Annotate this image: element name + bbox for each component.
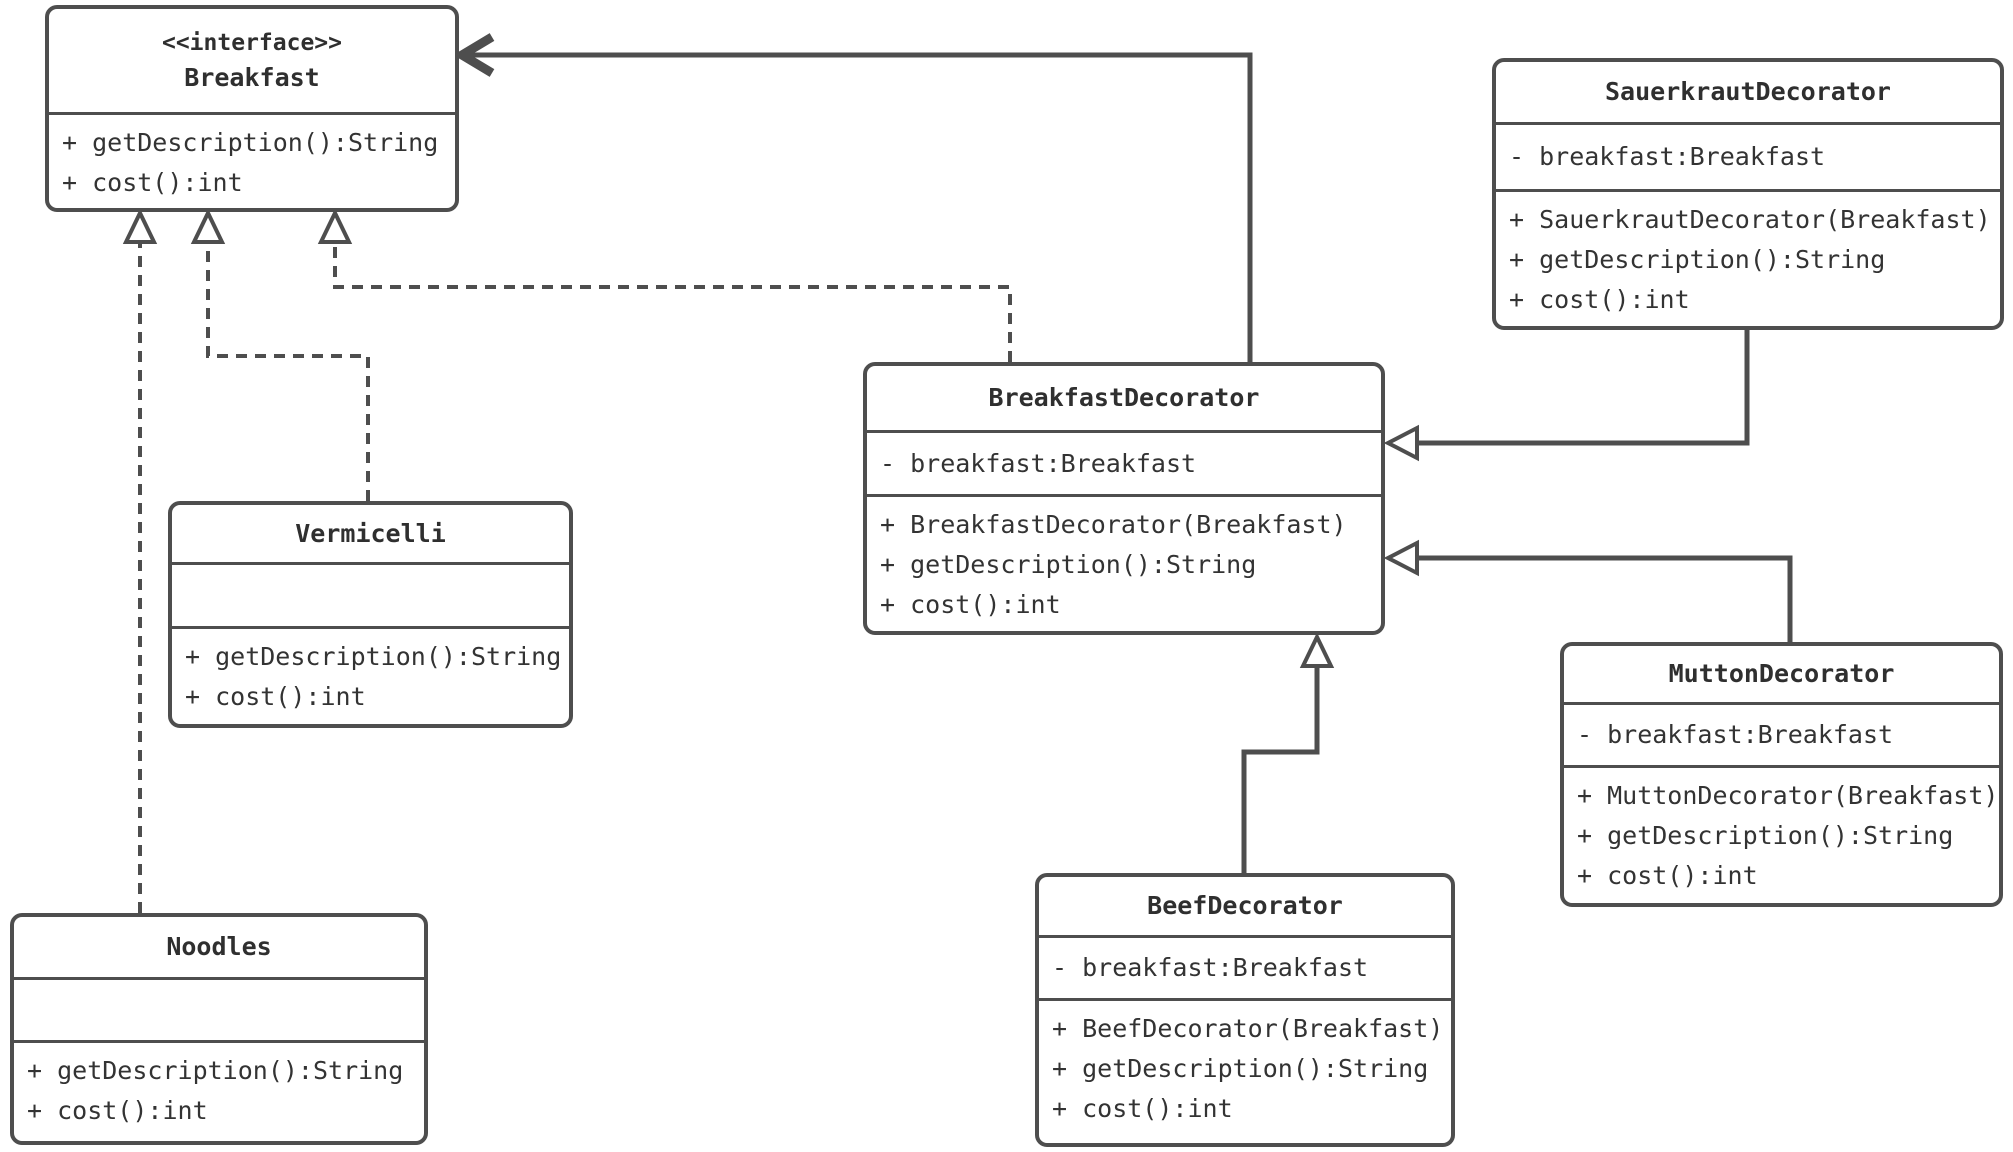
open-chevron-arrowhead: [453, 33, 495, 77]
class-name: Vermicelli: [295, 518, 446, 548]
interface-stereotype-label: <<interface>>: [161, 29, 342, 56]
generalization-solid-line: [1417, 330, 1750, 446]
methods-section: + SauerkrautDecorator(Breakfast) + getDe…: [1496, 189, 2000, 326]
class-vermicelli[interactable]: Vermicelli + getDescription():String + c…: [168, 501, 573, 728]
attribute-row: - breakfast:Breakfast: [1509, 142, 1826, 171]
methods-section: + BeefDecorator(Breakfast) + getDescript…: [1039, 998, 1451, 1143]
class-muttondecorator[interactable]: MuttonDecorator - breakfast:Breakfast + …: [1560, 642, 2003, 907]
methods-section: + MuttonDecorator(Breakfast) + getDescri…: [1564, 765, 1999, 903]
class-header: BeefDecorator: [1039, 877, 1451, 935]
methods-section: + getDescription():String + cost():int: [49, 112, 455, 208]
methods-section: + getDescription():String + cost():int: [172, 626, 569, 724]
attributes-section: - breakfast:Breakfast: [867, 430, 1381, 494]
class-name: BeefDecorator: [1147, 891, 1343, 920]
class-name: SauerkrautDecorator: [1605, 77, 1891, 106]
attribute-row: - breakfast:Breakfast: [1052, 953, 1369, 982]
hollow-triangle-arrowhead: [1383, 539, 1419, 577]
methods-section: + BreakfastDecorator(Breakfast) + getDes…: [867, 494, 1381, 631]
method-row: + cost():int: [27, 1096, 208, 1125]
attributes-section: - breakfast:Breakfast: [1496, 122, 2000, 189]
class-header: Noodles: [14, 917, 424, 977]
attributes-section: [172, 562, 569, 626]
class-name: Noodles: [166, 932, 272, 961]
method-row: + getDescription():String: [1577, 821, 1954, 850]
method-row: + cost():int: [880, 590, 1061, 619]
attributes-section: - breakfast:Breakfast: [1039, 935, 1451, 998]
class-name: MuttonDecorator: [1668, 659, 1895, 688]
hollow-triangle-arrowhead: [317, 208, 353, 244]
hollow-triangle-arrowhead: [122, 208, 158, 244]
method-row: + cost():int: [62, 168, 243, 197]
realization-noodles-to-breakfast[interactable]: [122, 208, 158, 913]
method-row: + getDescription():String: [27, 1056, 404, 1085]
generalization-solid-line: [1241, 666, 1320, 873]
generalization-muttondecorator-to-breakfastdecorator[interactable]: [1383, 539, 1793, 642]
method-row: + getDescription():String: [62, 128, 439, 157]
method-row: + BeefDecorator(Breakfast): [1052, 1014, 1444, 1043]
method-row: + cost():int: [1577, 861, 1758, 890]
method-row: + getDescription():String: [1052, 1054, 1429, 1083]
class-breakfast[interactable]: <<interface>> Breakfast + getDescription…: [45, 5, 459, 212]
method-row: + cost():int: [1509, 285, 1690, 314]
method-row: + getDescription():String: [185, 642, 562, 671]
class-header: Vermicelli: [172, 505, 569, 562]
hollow-triangle-arrowhead: [1383, 424, 1419, 462]
class-beefdecorator[interactable]: BeefDecorator - breakfast:Breakfast + Be…: [1035, 873, 1455, 1147]
hollow-triangle-arrowhead: [1299, 632, 1335, 668]
method-row: + cost():int: [185, 682, 366, 711]
association-solid-line: [464, 52, 1253, 362]
class-noodles[interactable]: Noodles + getDescription():String + cost…: [10, 913, 428, 1145]
realization-vermicelli-to-breakfast[interactable]: [190, 208, 370, 501]
attributes-section: - breakfast:Breakfast: [1564, 702, 1999, 765]
hollow-triangle-arrowhead: [190, 208, 226, 244]
method-row: + MuttonDecorator(Breakfast): [1577, 781, 1999, 810]
attribute-row: - breakfast:Breakfast: [1577, 720, 1894, 749]
methods-section: + getDescription():String + cost():int: [14, 1040, 424, 1141]
method-row: + SauerkrautDecorator(Breakfast): [1509, 205, 1991, 234]
class-name: Breakfast: [184, 62, 320, 92]
class-header: MuttonDecorator: [1564, 646, 1999, 702]
class-breakfastdecorator[interactable]: BreakfastDecorator - breakfast:Breakfast…: [863, 362, 1385, 635]
class-header: <<interface>> Breakfast: [49, 9, 455, 112]
class-header: BreakfastDecorator: [867, 366, 1381, 430]
realization-breakfastdecorator-to-breakfast[interactable]: [317, 208, 1012, 362]
generalization-solid-line: [1417, 555, 1793, 642]
generalization-beefdecorator-to-breakfastdecorator[interactable]: [1241, 632, 1335, 873]
attribute-row: - breakfast:Breakfast: [880, 448, 1197, 478]
method-row: + cost():int: [1052, 1094, 1233, 1123]
method-row: + getDescription():String: [1509, 245, 1886, 274]
generalization-sauerkrautdecorator-to-breakfastdecorator[interactable]: [1383, 330, 1750, 462]
method-row: + getDescription():String: [880, 550, 1257, 579]
realization-dashed-line: [333, 242, 1012, 362]
class-name: BreakfastDecorator: [988, 383, 1260, 412]
realization-dashed-line: [206, 242, 370, 501]
attributes-section: [14, 977, 424, 1040]
class-header: SauerkrautDecorator: [1496, 62, 2000, 122]
class-sauerkrautdecorator[interactable]: SauerkrautDecorator - breakfast:Breakfas…: [1492, 58, 2004, 330]
association-breakfastdecorator-to-breakfast[interactable]: [453, 33, 1253, 362]
method-row: + BreakfastDecorator(Breakfast): [880, 510, 1347, 539]
